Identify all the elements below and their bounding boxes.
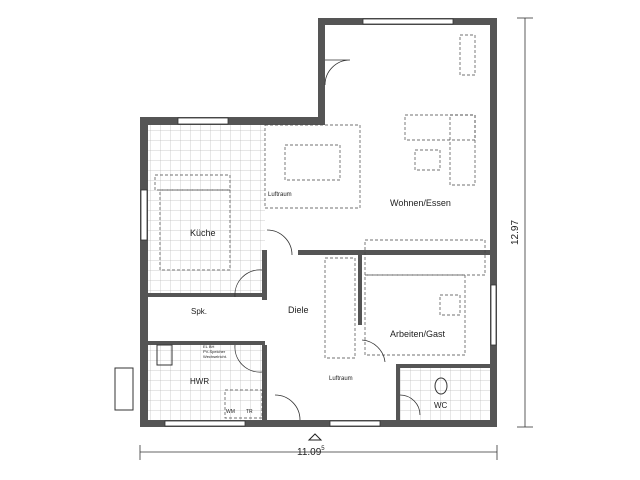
tr-label: TR xyxy=(246,409,253,415)
wm-label: WM xyxy=(226,409,235,415)
hwr-note-3: Wechselricht. xyxy=(203,354,227,359)
room-hwr: HWR xyxy=(190,377,209,386)
hwr-note-1: EL BH xyxy=(203,344,215,349)
furniture xyxy=(154,34,486,419)
windows xyxy=(140,18,497,427)
width-dimension: 11.095 xyxy=(297,446,325,458)
hwr-note-2: PV-Speicher xyxy=(203,349,226,354)
room-luftraum-bottom: Luftraum xyxy=(329,376,353,382)
boiler xyxy=(156,344,173,366)
height-dimension: 12.97 xyxy=(510,220,521,245)
room-spk: Spk. xyxy=(191,307,207,316)
north-arrow-icon xyxy=(307,433,323,441)
wc-tiles xyxy=(400,368,490,420)
doors xyxy=(234,59,421,421)
toilet xyxy=(434,377,448,395)
outdoor-unit xyxy=(114,367,134,411)
room-wc: WC xyxy=(434,401,448,410)
room-wohnen: Wohnen/Essen xyxy=(390,198,451,208)
kitchen-tiles xyxy=(148,125,265,295)
room-diele: Diele xyxy=(288,305,309,315)
room-kueche: Küche xyxy=(190,228,216,238)
dimension-lines xyxy=(139,17,533,460)
hwr-tiles xyxy=(148,345,265,420)
room-luftraum-top: Luftraum xyxy=(268,192,292,198)
room-arbeiten: Arbeiten/Gast xyxy=(390,329,446,339)
